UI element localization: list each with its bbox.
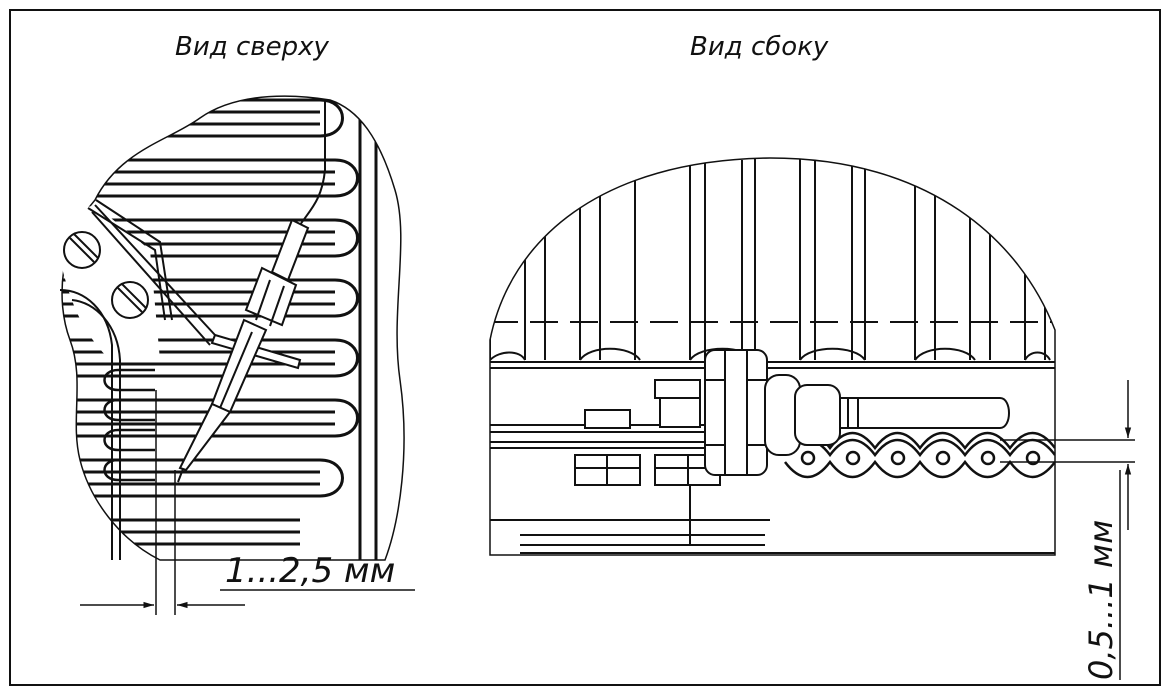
heat-exchanger-tubes-side	[490, 158, 1046, 360]
side-view: 0,5...1 мм	[489, 157, 1135, 680]
burner-flange	[91, 204, 216, 346]
ignition-electrode-top	[177, 100, 326, 483]
serpentine-tube	[319, 98, 359, 498]
side-view-title: Вид сбоку	[690, 32, 829, 62]
side-view-dimension	[1000, 380, 1135, 680]
top-view-dimension	[80, 390, 415, 615]
frame-rails	[358, 100, 378, 560]
top-view-dimension-label: 1...2,5 мм	[225, 551, 395, 591]
ignition-electrode-side	[704, 349, 1010, 476]
drawing-border	[9, 9, 1161, 686]
connector-blocks	[574, 379, 721, 545]
side-view-dimension-label: 0,5...1 мм	[1082, 520, 1120, 680]
top-view: 1...2,5 мм	[59, 95, 415, 615]
top-view-title: Вид сверху	[175, 32, 329, 62]
mounting-bracket	[59, 199, 173, 560]
lower-left-tube-bends	[103, 368, 155, 482]
burner-housing	[490, 361, 1055, 554]
screw-heads	[63, 231, 149, 319]
